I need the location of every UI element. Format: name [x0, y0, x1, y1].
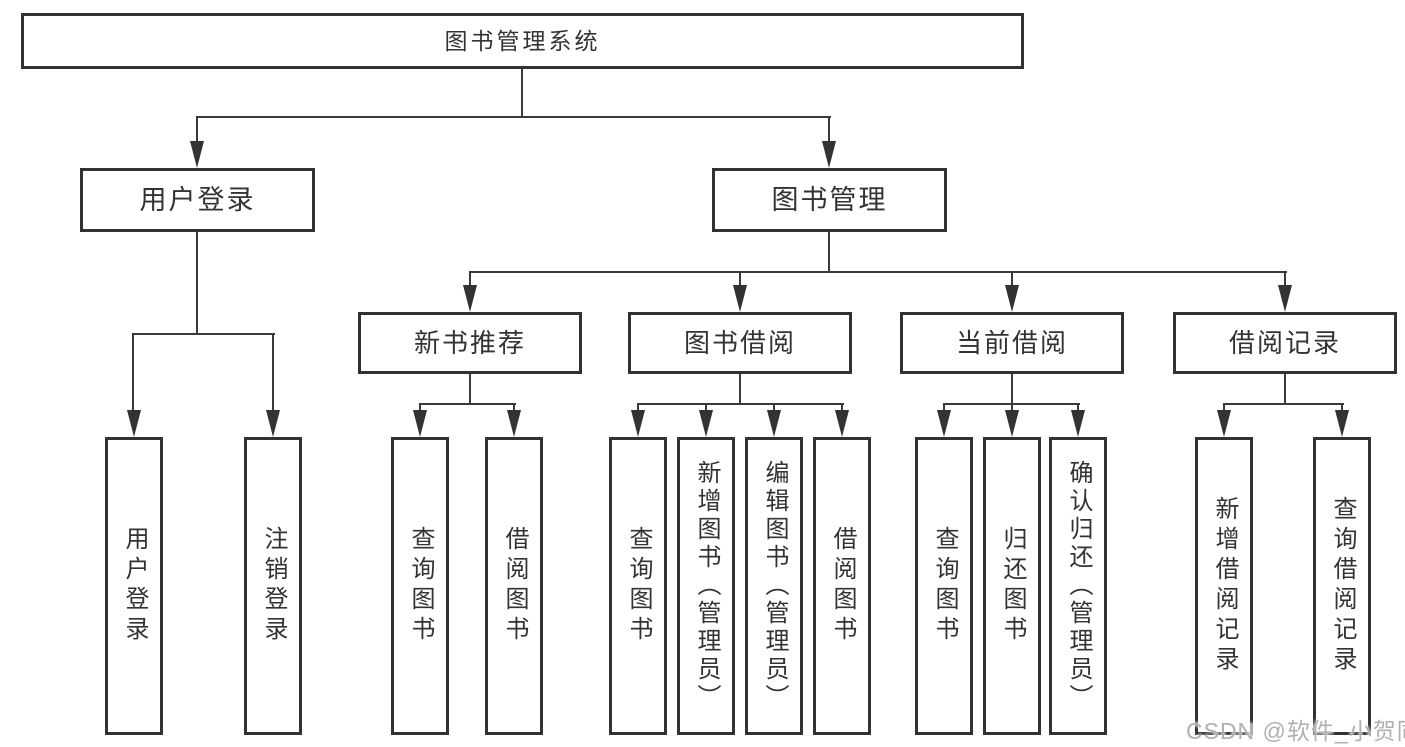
arrow-down-icon — [631, 410, 645, 437]
connector-line — [637, 403, 844, 405]
connector-line — [196, 116, 198, 144]
leaf-borrow-books: 借阅图书 — [813, 437, 871, 735]
node-label: 查询图书 — [625, 526, 652, 646]
arrow-down-icon — [835, 410, 849, 437]
arrow-down-icon — [1278, 285, 1292, 312]
connector-line — [196, 116, 831, 118]
arrow-down-icon — [822, 141, 836, 168]
connector-line — [943, 403, 945, 413]
leaf-borrow-books-recommend: 借阅图书 — [485, 437, 543, 735]
arrow-down-icon — [1005, 410, 1019, 437]
node-label: 图书管理系统 — [444, 27, 601, 54]
connector-line — [272, 333, 274, 412]
arrow-down-icon — [413, 410, 427, 437]
connector-line — [1011, 403, 1013, 413]
connector-line — [1341, 403, 1343, 413]
node-label: 查询图书 — [407, 526, 434, 646]
leaf-query-books-current: 查询图书 — [915, 437, 973, 735]
node-current-borrowing: 当前借阅 — [900, 312, 1124, 374]
node-label: 新书推荐 — [413, 328, 526, 358]
arrow-down-icon — [507, 410, 521, 437]
connector-line — [132, 333, 275, 335]
arrow-down-icon — [1071, 410, 1085, 437]
node-label: 借阅图书 — [829, 526, 856, 646]
node-library-management-system: 图书管理系统 — [21, 13, 1024, 69]
csdn-watermark: CSDN @软件_小贺同学 — [1186, 718, 1405, 744]
connector-line — [637, 403, 639, 413]
connector-line — [469, 271, 1287, 273]
connector-line — [521, 69, 523, 118]
arrow-down-icon — [266, 410, 280, 437]
arrow-down-icon — [1217, 410, 1231, 437]
node-book-borrowing: 图书借阅 — [628, 312, 852, 374]
connector-line — [1223, 403, 1344, 405]
node-label: 归还图书 — [999, 526, 1026, 646]
node-label: 查询借阅记录 — [1329, 496, 1356, 676]
leaf-confirm-return-admin: 确认归还（管理员） — [1049, 437, 1107, 735]
node-label: 图书管理 — [771, 184, 888, 215]
leaf-user-login: 用户登录 — [105, 437, 163, 735]
arrow-down-icon — [463, 285, 477, 312]
connector-line — [773, 403, 775, 413]
arrow-down-icon — [127, 410, 141, 437]
node-label: 确认归还（管理员） — [1065, 460, 1092, 712]
node-label: 查询图书 — [931, 526, 958, 646]
node-label: 图书借阅 — [683, 328, 796, 358]
connector-line — [1011, 271, 1013, 287]
node-label: 借阅记录 — [1228, 328, 1341, 358]
connector-line — [739, 374, 741, 405]
arrow-down-icon — [1335, 410, 1349, 437]
node-label: 新增借阅记录 — [1211, 496, 1238, 676]
connector-line — [1284, 271, 1286, 287]
connector-line — [1284, 374, 1286, 405]
leaf-return-book: 归还图书 — [983, 437, 1041, 735]
connector-line — [828, 116, 830, 144]
leaf-query-borrow-record: 查询借阅记录 — [1313, 437, 1371, 735]
leaf-add-book-admin: 新增图书（管理员） — [677, 437, 735, 735]
connector-line — [1223, 403, 1225, 413]
connector-line — [132, 333, 134, 412]
arrow-down-icon — [767, 410, 781, 437]
arrow-down-icon — [190, 141, 204, 168]
node-label: 用户登录 — [139, 184, 256, 215]
leaf-query-books-borrowing: 查询图书 — [609, 437, 667, 735]
leaf-query-books-recommend: 查询图书 — [391, 437, 449, 735]
node-label: 注销登录 — [260, 526, 287, 646]
node-label: 编辑图书（管理员） — [761, 460, 788, 712]
arrow-down-icon — [1005, 285, 1019, 312]
connector-line — [196, 232, 198, 335]
connector-line — [1011, 374, 1013, 405]
node-book-management: 图书管理 — [712, 168, 947, 232]
node-user-login: 用户登录 — [80, 168, 315, 232]
connector-line — [1077, 403, 1079, 413]
leaf-edit-book-admin: 编辑图书（管理员） — [745, 437, 803, 735]
node-borrowing-records: 借阅记录 — [1173, 312, 1397, 374]
node-label: 用户登录 — [121, 526, 148, 646]
connector-line — [469, 374, 471, 405]
node-label: 借阅图书 — [501, 526, 528, 646]
connector-line — [419, 403, 421, 413]
arrow-down-icon — [733, 285, 747, 312]
leaf-add-borrow-record: 新增借阅记录 — [1195, 437, 1253, 735]
connector-line — [705, 403, 707, 413]
node-new-book-recommendation: 新书推荐 — [358, 312, 582, 374]
connector-line — [739, 271, 741, 287]
node-label: 新增图书（管理员） — [693, 460, 720, 712]
connector-line — [513, 403, 515, 413]
connector-line — [469, 271, 471, 287]
arrow-down-icon — [699, 410, 713, 437]
arrow-down-icon — [937, 410, 951, 437]
leaf-logout: 注销登录 — [244, 437, 302, 735]
connector-line — [841, 403, 843, 413]
connector-line — [419, 403, 516, 405]
connector-line — [828, 232, 830, 273]
node-label: 当前借阅 — [955, 328, 1068, 358]
